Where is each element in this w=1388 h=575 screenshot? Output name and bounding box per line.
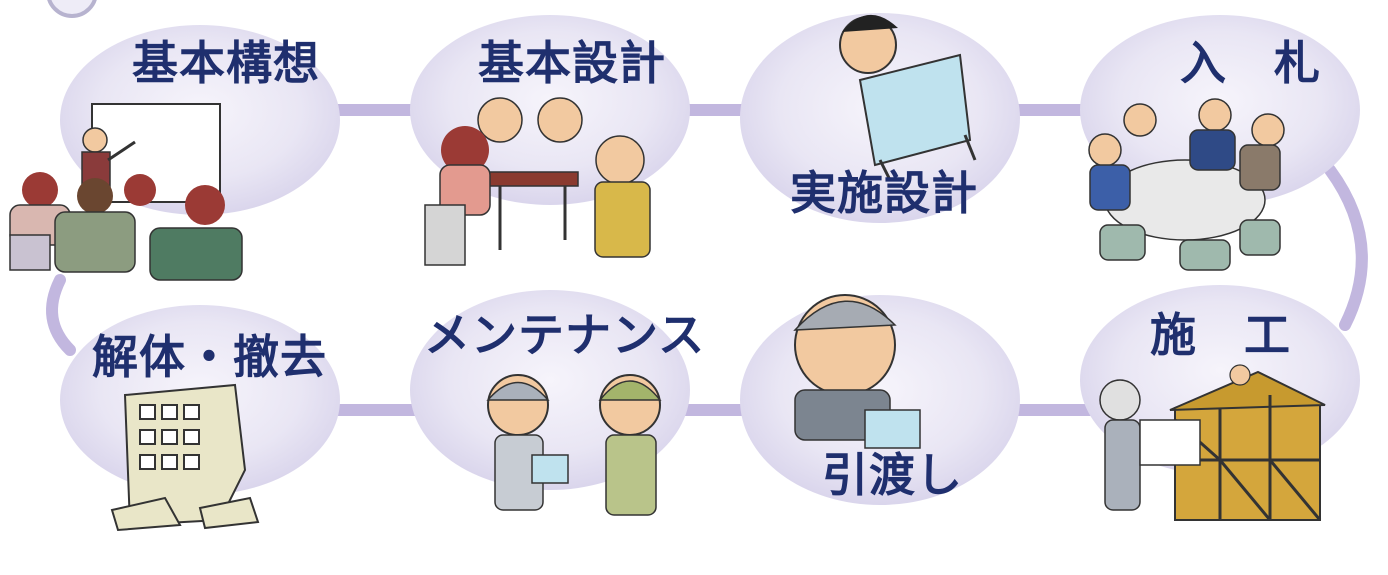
demolition-illustration	[110, 383, 260, 532]
stage-label-maintenance: メンテナンス	[424, 308, 706, 362]
cycle-connector	[46, 104, 1368, 416]
maintenance-illustration	[486, 374, 662, 516]
bidding-table-illustration	[1088, 98, 1285, 271]
stage-label-kaitai: 解体・撤去	[92, 330, 327, 384]
stage-label-seko: 施 工	[1150, 308, 1291, 362]
stage-label-hikiwatashi: 引渡し	[822, 448, 963, 502]
corner-circle	[47, 0, 97, 18]
design-meeting-illustration	[424, 97, 651, 266]
construction-illustration	[1099, 364, 1326, 521]
stage-label-nyusatsu: 入 札	[1180, 36, 1321, 90]
drafting-illustration	[839, 14, 977, 181]
stage-label-kihon-sekkei: 基本設計	[478, 36, 666, 90]
stage-label-kihon-koso: 基本構想	[132, 36, 320, 90]
handover-illustration	[793, 294, 921, 449]
presentation-illustration	[9, 103, 243, 281]
stage-label-jisshi-sekkei: 実施設計	[790, 166, 978, 220]
